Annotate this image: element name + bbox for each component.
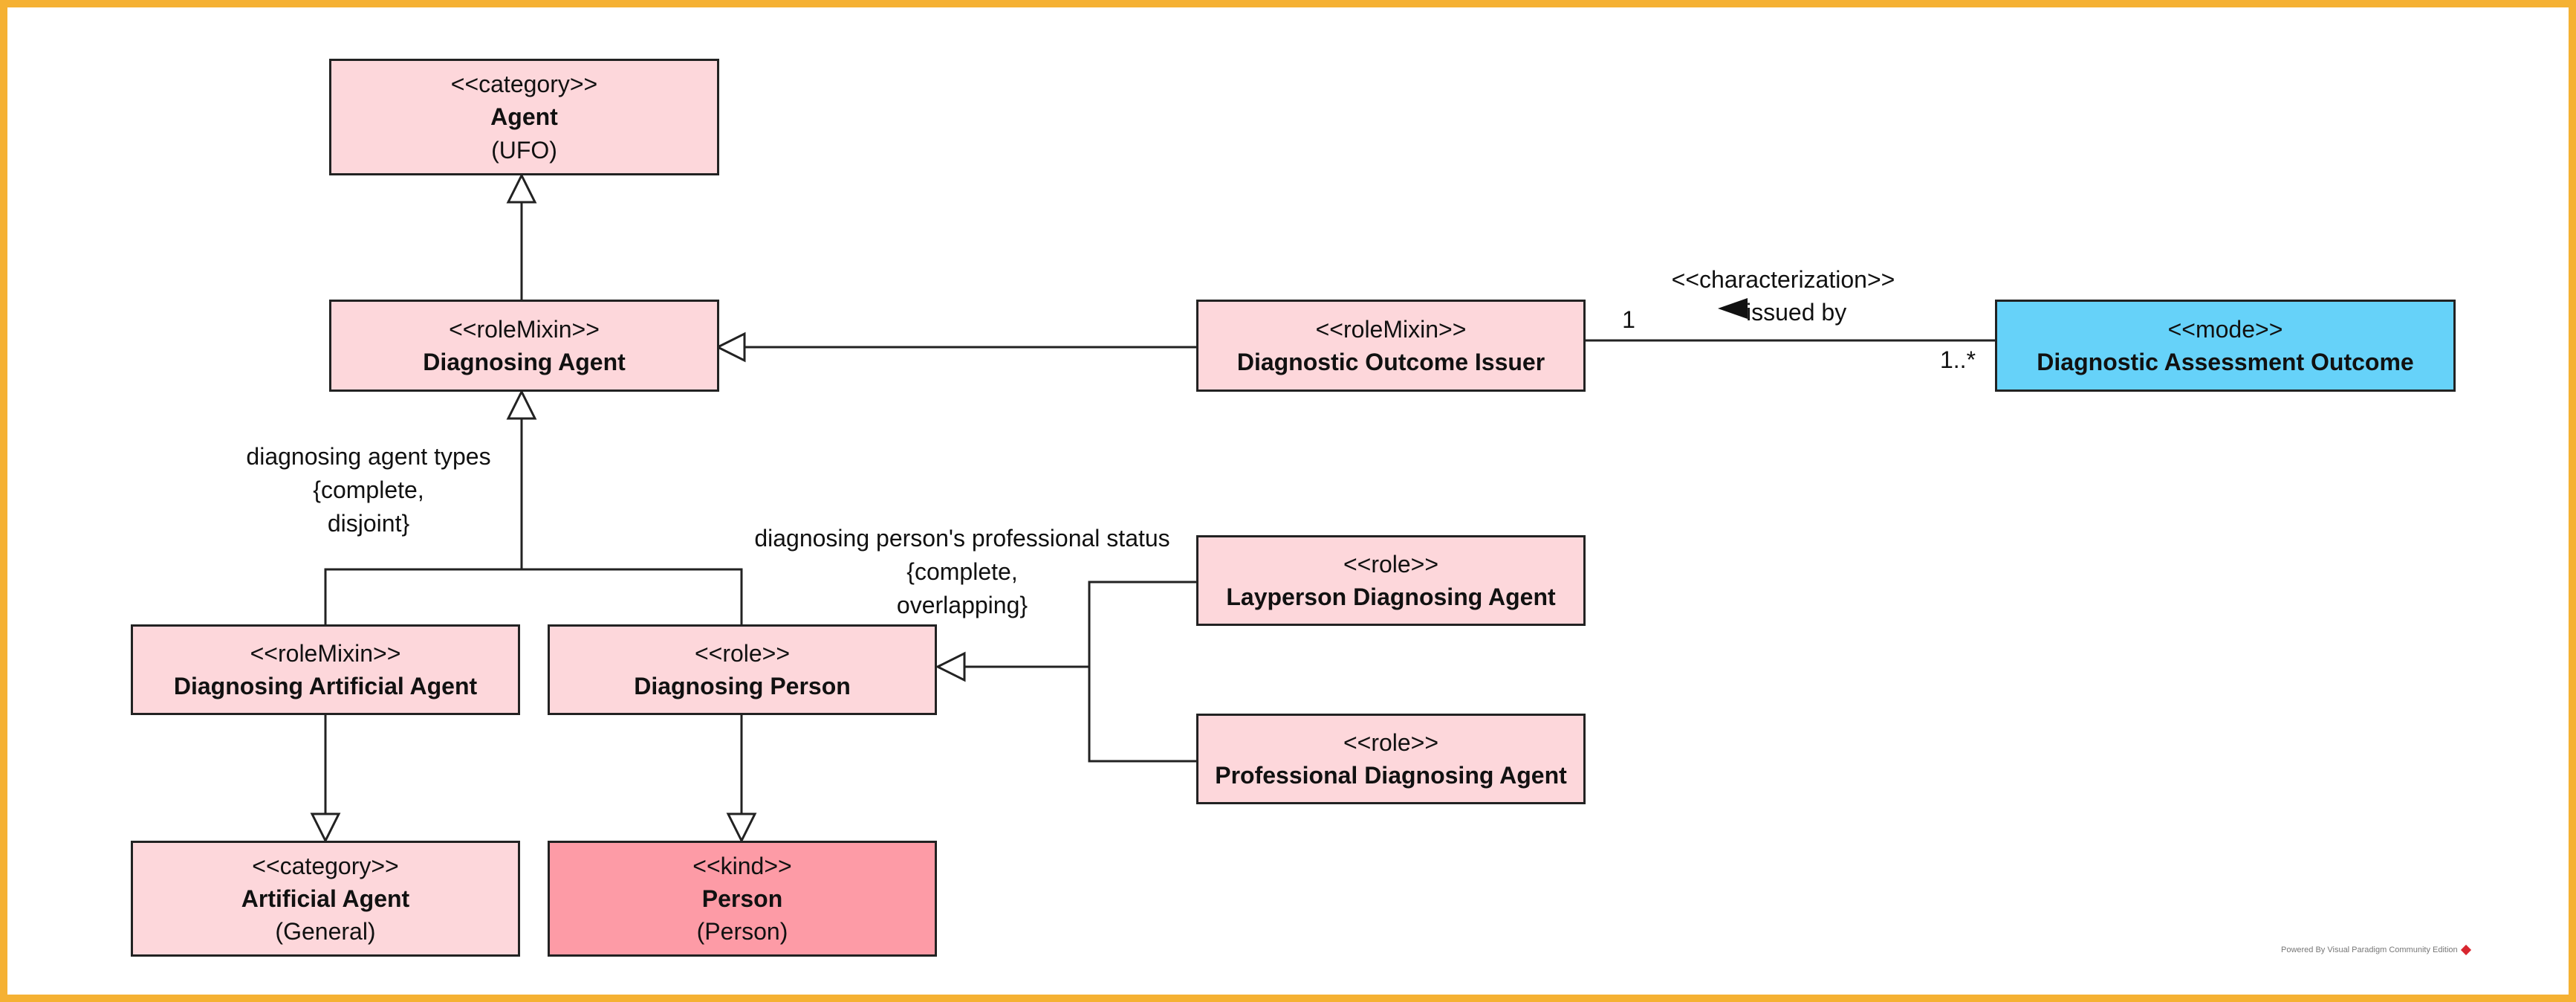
class-diagnosing-person[interactable]: <<role>> Diagnosing Person (548, 624, 937, 715)
visual-paradigm-logo-icon (2460, 945, 2471, 956)
class-professional-diagnosing-agent[interactable]: <<role>> Professional Diagnosing Agent (1196, 714, 1586, 804)
generalization-arrowhead-diagnosing-person (935, 651, 966, 682)
class-name: Layperson Diagnosing Agent (1226, 584, 1556, 610)
class-layperson-diagnosing-agent[interactable]: <<role>> Layperson Diagnosing Agent (1196, 535, 1586, 626)
class-name: Diagnosing Agent (423, 349, 626, 375)
class-name: Diagnostic Assessment Outcome (2037, 349, 2414, 375)
class-stereotype: <<category>> (450, 71, 598, 98)
generalization-set-professional-status-label: diagnosing person's professional status … (739, 522, 1185, 621)
class-stereotype: <<category>> (252, 852, 399, 879)
generalization-set-constraint-2: disjoint} (327, 509, 410, 537)
generalization-set-agent-types-lines (324, 568, 743, 624)
association-name-label: issued by (1746, 299, 1847, 326)
powered-by-credit: Powered By Visual Paradigm Community Edi… (2281, 945, 2471, 956)
generalization-arrowhead-agent (506, 172, 537, 204)
association-stereotype-label: <<characterization>> (1671, 266, 1895, 293)
class-name: Diagnosing Artificial Agent (173, 673, 478, 699)
generalization-set-name: diagnosing agent types (246, 443, 491, 470)
class-person[interactable]: <<kind>> Person (Person) (548, 841, 937, 957)
class-stereotype: <<role>> (1343, 728, 1439, 756)
generalization-arrowhead-diagnosing-agent-bottom (506, 389, 537, 420)
association-source-multiplicity: 1 (1622, 306, 1635, 333)
generalization-set-name: diagnosing person's professional status (754, 525, 1170, 552)
class-stereotype: <<roleMixin>> (449, 315, 600, 343)
generalization-set-agent-types-label: diagnosing agent types {complete, disjoi… (220, 440, 517, 540)
class-diagnostic-assessment-outcome[interactable]: <<mode>> Diagnostic Assessment Outcome (1995, 300, 2456, 392)
class-name: Artificial Agent (241, 885, 410, 912)
credit-text: Powered By Visual Paradigm Community Edi… (2281, 946, 2458, 954)
generalization-arrowhead-person (726, 812, 757, 844)
generalization-arrowhead-artificial-agent (310, 812, 341, 844)
association-target-multiplicity: 1..* (1939, 346, 1976, 373)
class-stereotype: <<mode>> (2167, 315, 2283, 343)
class-name: Person (701, 885, 783, 912)
class-stereotype: <<role>> (694, 639, 791, 667)
generalization-set-constraint-1: {complete, (313, 476, 424, 503)
class-diagnostic-outcome-issuer[interactable]: <<roleMixin>> Diagnostic Outcome Issuer (1196, 300, 1586, 392)
diagram-connectors (310, 172, 1995, 844)
generalization-set-constraint-1: {complete, (906, 557, 1018, 585)
class-name: Diagnostic Outcome Issuer (1236, 349, 1545, 375)
class-stereotype: <<kind>> (692, 852, 792, 879)
class-name: Professional Diagnosing Agent (1215, 762, 1567, 789)
class-note: (General) (275, 918, 376, 946)
generalization-arrowhead-diagnosing-agent-right (715, 332, 746, 363)
class-diagnosing-agent[interactable]: <<roleMixin>> Diagnosing Agent (329, 300, 719, 392)
generalization-set-professional-status-lines (1088, 581, 1196, 763)
class-diagnosing-artificial-agent[interactable]: <<roleMixin>> Diagnosing Artificial Agen… (131, 624, 520, 715)
class-stereotype: <<roleMixin>> (250, 639, 401, 667)
triangle-left-icon (1718, 298, 1748, 319)
class-stereotype: <<role>> (1343, 550, 1439, 578)
class-note: (Person) (696, 918, 788, 946)
class-artificial-agent[interactable]: <<category>> Artificial Agent (General) (131, 841, 520, 957)
class-note: (UFO) (491, 136, 557, 164)
class-name: Agent (490, 103, 558, 131)
class-name: Diagnosing Person (634, 673, 851, 699)
class-agent[interactable]: <<category>> Agent (UFO) (329, 59, 719, 175)
generalization-set-constraint-2: overlapping} (896, 591, 1028, 618)
class-stereotype: <<roleMixin>> (1315, 315, 1467, 343)
